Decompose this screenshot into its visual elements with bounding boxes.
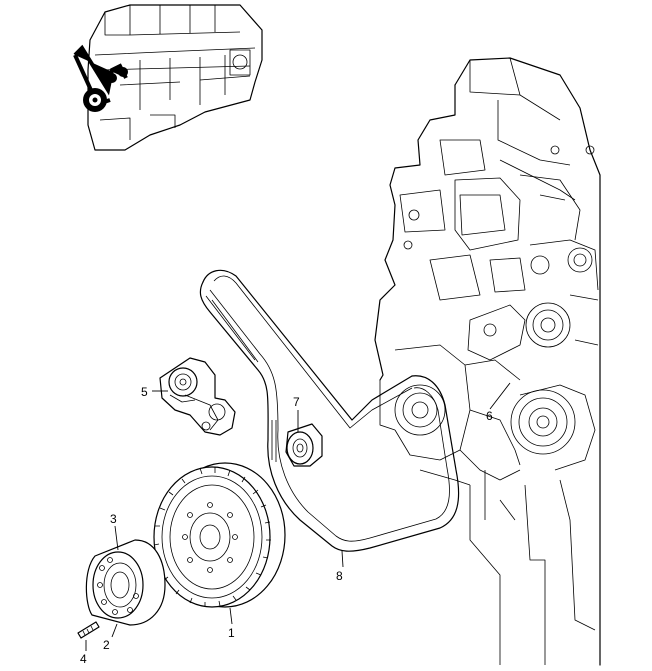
callout-6: 6 xyxy=(486,409,493,423)
callout-8: 8 xyxy=(336,569,343,583)
engine-overview-thumbnail xyxy=(73,4,263,151)
callout-7: 7 xyxy=(293,395,300,409)
callout-3: 3 xyxy=(110,512,117,526)
callout-4: 4 xyxy=(80,652,87,666)
vibration-damper-hub xyxy=(85,539,166,626)
callout-1: 1 xyxy=(228,626,235,640)
leader-lines xyxy=(85,382,511,651)
stud-bolt xyxy=(77,621,100,639)
drive-belt xyxy=(199,269,460,552)
callout-2: 2 xyxy=(103,638,110,652)
engine-block-outline xyxy=(374,57,601,666)
idler-pulley xyxy=(285,423,323,467)
crankshaft-pulley xyxy=(153,462,286,608)
belt-tensioner xyxy=(159,357,236,436)
callout-labels: 1 2 3 4 5 6 7 8 xyxy=(80,385,493,666)
callout-5: 5 xyxy=(141,385,148,399)
